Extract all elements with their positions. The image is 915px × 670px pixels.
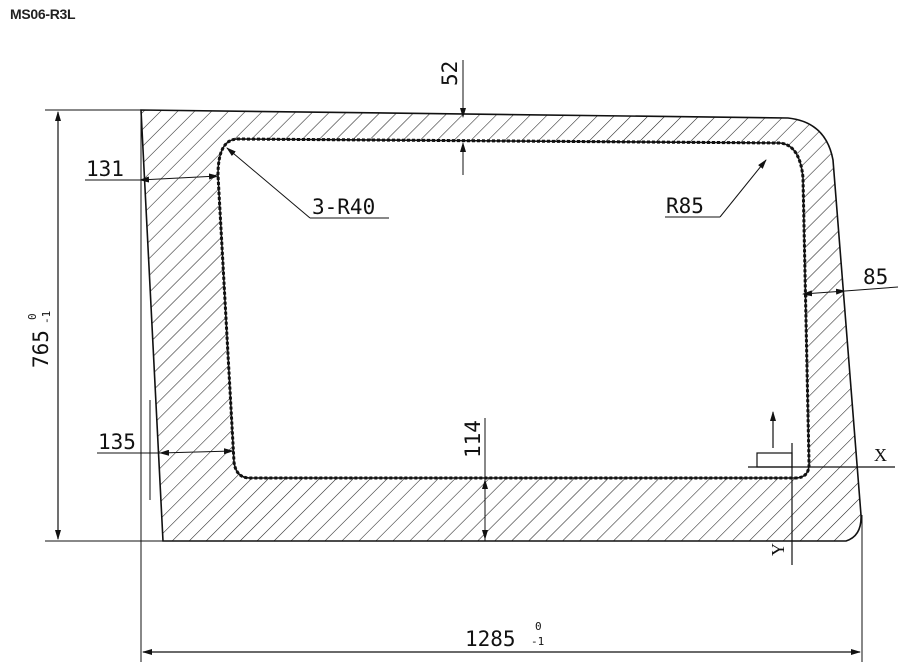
dimension-width: 1285 0 -1 [140,110,863,662]
height-value: 765 [29,330,53,368]
width-value: 1285 [465,627,516,651]
dimension-left-border-bottom: 135 [97,400,234,500]
x-axis-label: X [874,445,887,465]
dimension-height: 765 0 -1 [26,109,163,542]
height-tol-lower: -1 [40,311,53,324]
top-right-radius-value: R85 [666,194,704,218]
dimension-right-border: 85 [802,265,899,297]
bottom-border-value: 114 [461,420,485,458]
width-tol-upper: 0 [535,620,542,633]
inner-radius-value: 3-R40 [312,195,375,219]
top-border-value: 52 [438,61,462,86]
height-tol-upper: 0 [26,313,39,320]
dimension-top-border: 52 [438,60,466,175]
y-axis-label: Y [768,543,788,556]
dimension-left-border-top: 131 [85,157,219,183]
left-border-top-value: 131 [86,157,124,181]
right-border-value: 85 [863,265,888,289]
callout-inner-radius: 3-R40 [226,147,389,219]
dimension-bottom-border: 114 [461,418,488,541]
part-number-label: MS06-R3L [10,6,76,22]
glass-frame-section [140,109,862,542]
coordinate-axes: X Y [748,411,895,565]
left-border-bottom-value: 135 [98,430,136,454]
callout-top-right-radius: R85 [665,159,767,218]
width-tol-lower: -1 [531,635,544,648]
